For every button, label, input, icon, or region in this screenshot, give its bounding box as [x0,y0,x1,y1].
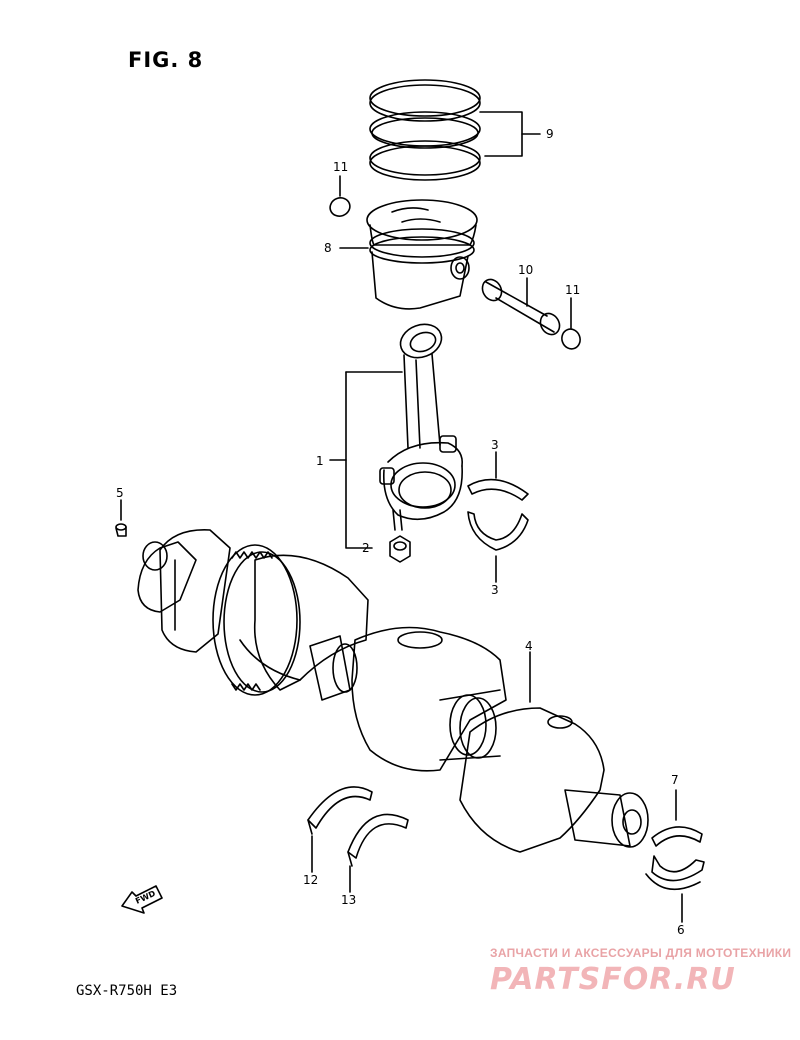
callout-11-left: 11 [333,160,348,174]
watermark-brand: PARTSFOR.RU [490,962,736,997]
callout-8: 8 [324,241,332,255]
callout-11-right: 11 [565,283,580,297]
conrod-bearings [467,451,529,583]
callout-1: 1 [316,454,324,468]
fwd-label: FWD [134,889,157,906]
model-label: GSX-R750H E3 [76,983,178,999]
callout-3-bottom: 3 [491,583,499,597]
piston-rings [369,79,541,181]
conrod-nut [389,535,411,563]
piston-pin [481,277,561,336]
callout-7: 7 [671,773,679,787]
callout-labels: 9 11 8 10 11 1 3 2 3 5 4 7 12 13 6 [116,127,685,937]
circlip-left [329,175,351,217]
connecting-rod [329,323,464,549]
callout-13: 13 [341,893,356,907]
callout-6: 6 [677,923,685,937]
callout-9: 9 [546,127,554,141]
callout-4: 4 [525,639,533,653]
callout-12: 12 [303,873,318,887]
fwd-arrow-icon: FWD [121,885,163,914]
crankshaft [137,529,649,853]
main-bearings [645,789,705,923]
callout-5: 5 [116,486,124,500]
watermark-tagline: ЗАПЧАСТИ И АКСЕССУАРЫ ДЛЯ МОТОТЕХНИКИ [490,946,792,960]
callout-3-top: 3 [491,438,499,452]
thrust-bearings [307,786,409,893]
figure-title: FIG. 8 [128,48,204,72]
circlip-right [561,297,581,350]
piston [339,199,478,310]
callout-10: 10 [518,263,533,277]
dowel-pin [115,499,127,537]
callout-2: 2 [362,541,370,555]
